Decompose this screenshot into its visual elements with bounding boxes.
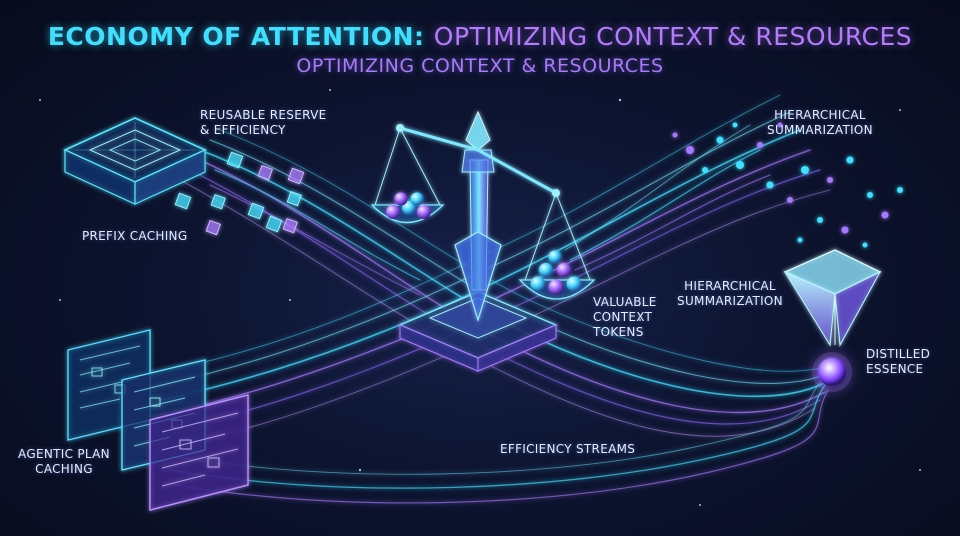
label-valuable-context-tokens: VALUABLE CONTEXT TOKENS — [593, 295, 657, 339]
label-hierarchical-summarization-mid: HIERARCHICAL SUMMARIZATION — [677, 279, 783, 308]
funnel-icon — [783, 249, 882, 347]
label-agentic-plan-caching: AGENTIC PLAN CACHING — [18, 447, 110, 476]
label-hierarchical-summarization-top: HIERARCHICAL SUMMARIZATION — [767, 108, 873, 137]
title-part-2: OPTIMIZING CONTEXT & RESOURCES — [433, 22, 913, 51]
pedestal — [398, 291, 558, 372]
label-efficiency-streams: EFFICIENCY STREAMS — [500, 442, 636, 456]
essence-orb-icon — [812, 352, 852, 392]
token-cubes — [174, 151, 305, 236]
plan-panels-icon — [67, 329, 249, 511]
page-subtitle: OPTIMIZING CONTEXT & RESOURCES — [296, 55, 664, 77]
sparkles — [39, 89, 921, 506]
label-prefix-caching: PREFIX CACHING — [82, 229, 188, 243]
cache-chip-icon — [63, 117, 207, 205]
balance-scale-icon — [370, 110, 596, 323]
page-title: ECONOMY OF ATTENTION: OPTIMIZING CONTEXT… — [0, 22, 960, 51]
label-distilled-essence: DISTILLED ESSENCE — [866, 347, 931, 376]
title-part-1: ECONOMY OF ATTENTION: — [47, 22, 425, 51]
particle-spray — [672, 122, 903, 248]
efficiency-streams — [159, 94, 839, 504]
label-reusable-reserve: REUSABLE RESERVE & EFFICIENCY — [200, 108, 327, 137]
